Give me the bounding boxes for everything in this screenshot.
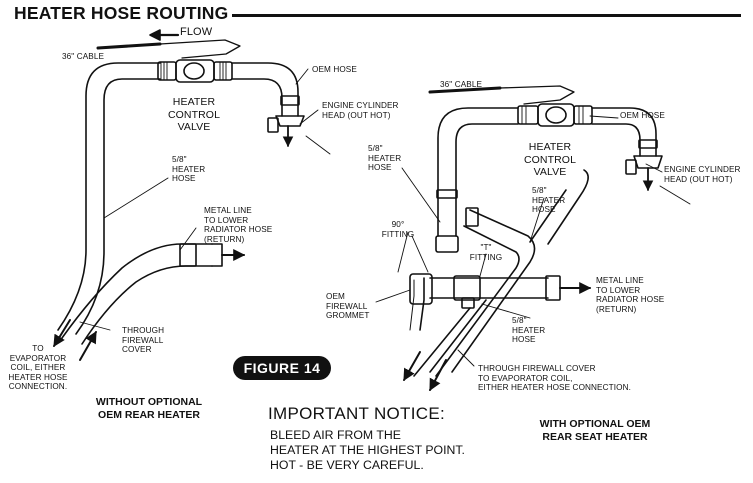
left-oem-hose-label: OEM HOSE: [312, 65, 357, 74]
notice-line: HOT - BE VERY CAREFUL.: [270, 458, 424, 472]
right-t-fitting: [429, 275, 592, 309]
right-arrow-1: [403, 351, 421, 382]
left-metal-line-label: METAL LINE TO LOWER RADIATOR HOSE (RETUR…: [204, 206, 273, 244]
right-oem-hose: [591, 107, 663, 192]
right-90-fitting-label: 90° FITTING: [381, 220, 415, 239]
right-90-fitting: [409, 235, 459, 331]
left-cable: [96, 39, 241, 59]
right-valve-label: HEATER CONTROL VALVE: [523, 141, 577, 178]
right-metal-line-label: METAL LINE TO LOWER RADIATOR HOSE (RETUR…: [596, 276, 665, 314]
title-rule: [232, 14, 741, 17]
right-upper-hose: [436, 107, 519, 237]
notice-line: BLEED AIR FROM THE: [270, 428, 401, 442]
right-heater-hose-lower-label: 5/8" HEATER HOSE: [512, 316, 546, 345]
left-leader-lines: [79, 68, 331, 331]
right-arrow-2: [429, 359, 447, 392]
right-lower-hose: [435, 169, 589, 377]
right-oem-hose-label: OEM HOSE: [620, 111, 665, 120]
left-evap-arrow: [53, 319, 71, 348]
notice-title: IMPORTANT NOTICE:: [268, 404, 446, 423]
right-heater-hose-mid-label: 5/8" HEATER HOSE: [532, 186, 566, 215]
left-evaporator-label: TO EVAPORATOR COIL, EITHER HEATER HOSE C…: [8, 344, 68, 392]
left-flow-label: FLOW: [180, 26, 213, 38]
right-control-valve: [517, 103, 593, 127]
right-grommet-label: OEM FIREWALL GROMMET: [326, 292, 370, 321]
left-supply-hose: [57, 62, 161, 335]
right-heater-hose-upper-label: 5/8" HEATER HOSE: [368, 144, 402, 173]
left-heater-hose-label: 5/8" HEATER HOSE: [172, 155, 206, 184]
left-caption: WITHOUT OPTIONAL OEM REAR HEATER: [95, 396, 203, 421]
right-t-fitting-label: "T" FITTING: [469, 243, 503, 262]
left-firewall-label: THROUGH FIREWALL COVER: [122, 326, 165, 355]
figure-title: HEATER HOSE ROUTING: [14, 3, 229, 23]
left-control-valve: [157, 59, 233, 83]
left-firewall-arrow: [79, 330, 97, 361]
left-oem-hose: [231, 62, 305, 148]
right-cable-label: 36" CABLE: [440, 80, 483, 89]
right-firewall-label: THROUGH FIREWALL COVER TO EVAPORATOR COI…: [478, 364, 631, 393]
figure-badge: FIGURE 14: [233, 356, 331, 380]
right-engine-head-label: ENGINE CYLINDER HEAD (OUT HOT): [664, 165, 741, 184]
left-valve-label: HEATER CONTROL VALVE: [167, 96, 221, 133]
right-diagram: [375, 85, 691, 392]
notice-line: HEATER AT THE HIGHEST POINT.: [270, 443, 465, 457]
right-caption: WITH OPTIONAL OEM REAR SEAT HEATER: [539, 418, 651, 443]
right-tee-hose: [413, 299, 487, 377]
right-cable: [428, 85, 575, 105]
left-flow-arrow: [149, 29, 180, 41]
left-engine-head-label: ENGINE CYLINDER HEAD (OUT HOT): [322, 101, 399, 120]
left-diagram: [53, 29, 331, 361]
left-cable-label: 36" CABLE: [62, 52, 105, 61]
left-return-hose: [61, 243, 246, 345]
right-leader-lines: [375, 115, 691, 367]
